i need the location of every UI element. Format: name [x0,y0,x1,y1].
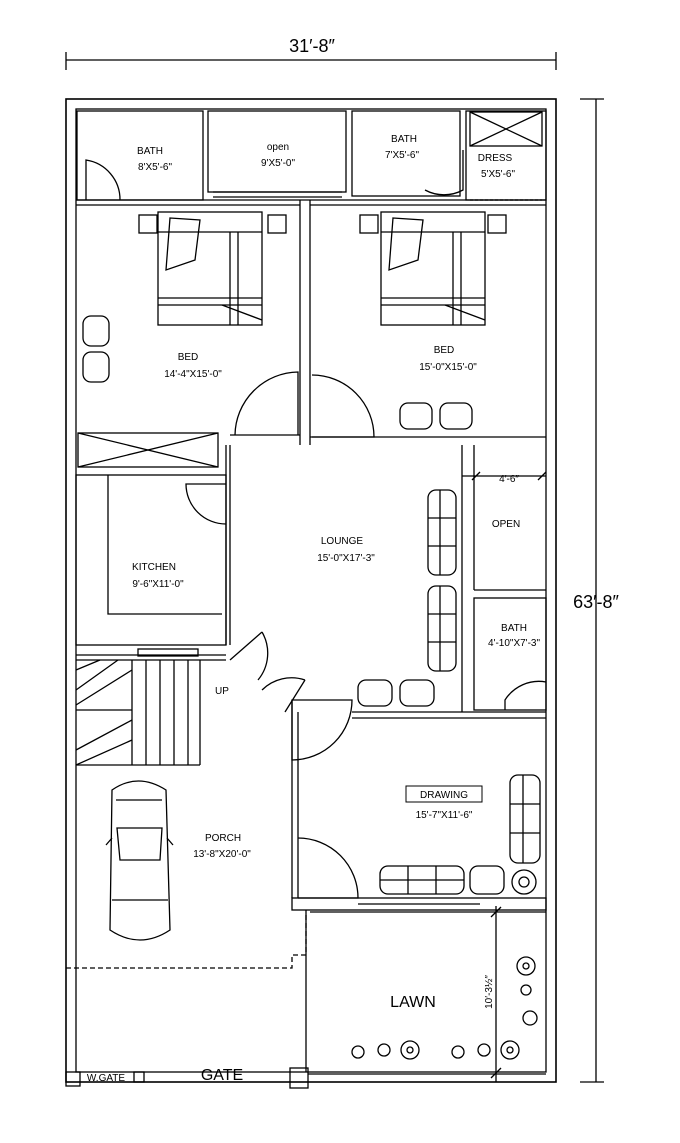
drawing-name: DRAWING [420,790,468,801]
wicket-gate-label: W.GATE [87,1073,125,1084]
drawing-side-table [511,869,537,895]
open-top-name: open [267,142,289,153]
bed1-furniture [138,211,287,326]
lounge-sofa-lower [427,585,457,672]
dress-cabinet [469,111,543,147]
bath1-name: BATH [137,146,163,157]
bath3-name: BATH [501,623,527,634]
gate-post-small [133,1071,145,1083]
lounge-sofa-upper [427,489,457,576]
bed2-chairs [399,402,473,430]
porch-name: PORCH [205,833,241,844]
drawing-label-box [405,785,483,803]
open-width-dimension [462,471,547,481]
dress-size: 5'X5'-6" [481,169,516,180]
dress-door [424,150,464,196]
lounge-door [291,699,353,761]
lawn-plants [351,956,538,1060]
bed2-door [311,374,375,438]
kitchen-walls [75,474,227,646]
staircase [75,648,226,766]
bed2-size: 15'-0"X15'-0" [419,362,477,373]
outer-wall [65,98,557,1083]
car [105,780,174,941]
bath1-size: 8'X5'-6" [138,162,173,173]
lawn-dimension-ticks [490,906,502,1079]
kitchen-name: KITCHEN [132,562,176,573]
porch-boundary [66,910,307,969]
kitchen-size: 9'-6"X11'-0" [132,579,184,590]
drawing-sofa-vertical [509,774,541,864]
lounge-name: LOUNGE [321,536,364,547]
gate-post-right [289,1067,309,1089]
open-top-size: 9'X5'-0" [261,158,296,169]
porch-door [229,631,306,713]
bed1-wardrobe [77,432,219,468]
width-dimension-line [65,52,557,70]
bath2-name: BATH [391,134,417,145]
lawn-depth-label: 10′-3½″ [484,975,495,1009]
dress-name: DRESS [478,153,513,164]
drawing-size: 15'-7"X11'-6" [416,810,473,821]
bed2-furniture [359,211,507,326]
bath2-walls [351,110,461,197]
porch-size: 13'-8"X20'-0" [193,849,251,860]
open-side-name: OPEN [492,519,520,530]
gate-label: GATE [201,1067,243,1084]
stairs-up-label: UP [215,686,229,697]
depth-dimension-line [580,98,604,1083]
bath2-size: 7'X5'-6" [385,150,420,161]
bath3-walls [473,597,547,711]
overall-depth-label: 63′-8″ [573,592,619,612]
gate-post-left [65,1071,81,1087]
drawing-sofa-horizontal [379,865,465,895]
bed2-name: BED [434,345,455,356]
drawing-chair [469,865,505,895]
bath3-door [504,680,547,710]
bed1-door [234,371,299,436]
lounge-size: 15'-0"X17'-3" [317,553,375,564]
kitchen-door [185,483,227,525]
drawing-door [297,837,359,899]
bed1-size: 14'-4"X15'-0" [164,369,222,380]
drawing-bottom-wall [291,897,547,911]
bath1-door [85,159,121,201]
overall-width-label: 31′-8″ [289,36,335,56]
bed1-name: BED [178,352,199,363]
bath3-size: 4'-10"X7'-3" [488,638,541,649]
lounge-chairs [357,679,435,707]
bed1-chairs [82,315,110,383]
open-width-label: 4′-6″ [499,474,519,485]
lawn-label: LAWN [390,994,436,1011]
